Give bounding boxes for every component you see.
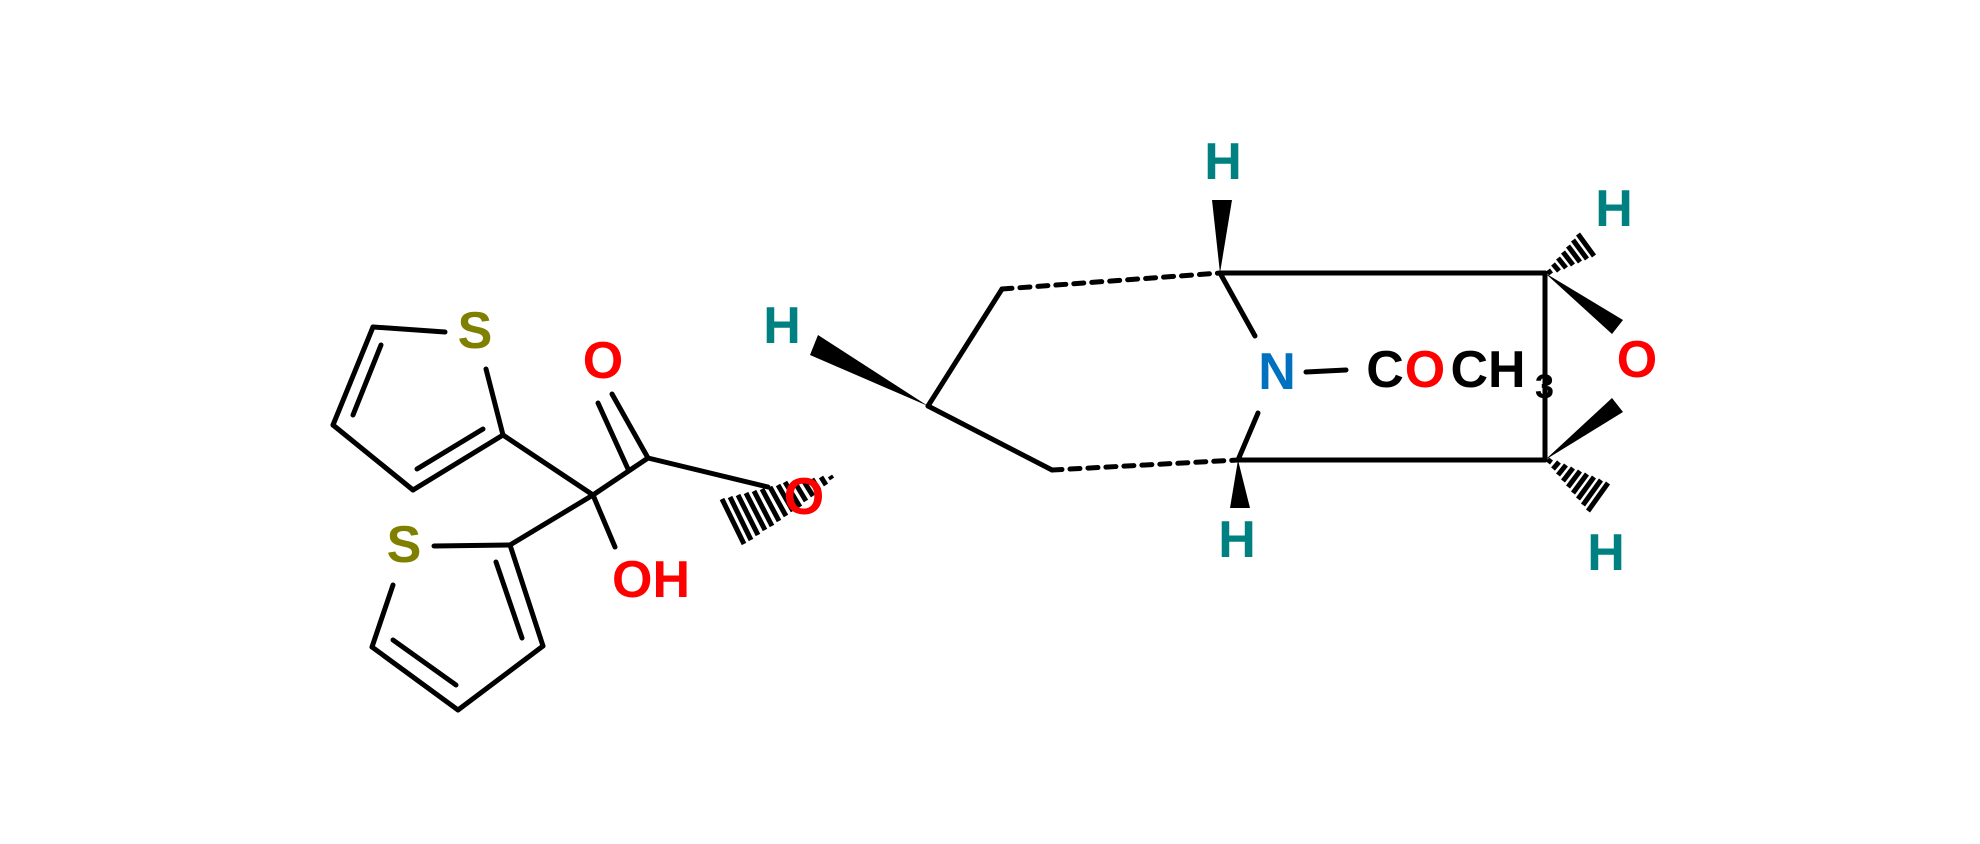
wedge-bond bbox=[1545, 398, 1623, 460]
hash-line bbox=[1575, 475, 1597, 501]
hash-line bbox=[767, 485, 789, 518]
hash-line bbox=[727, 495, 754, 542]
bond bbox=[507, 542, 546, 649]
thiophene-ring-lower bbox=[369, 542, 546, 713]
dashed-bond bbox=[999, 270, 1223, 292]
tropane-skeleton bbox=[925, 270, 1548, 473]
hash-line bbox=[800, 478, 816, 498]
hash-line bbox=[1570, 472, 1590, 495]
bond bbox=[609, 391, 651, 461]
carbonyl-oxygen-label: O bbox=[583, 332, 623, 390]
ester-oxygen-label: O bbox=[784, 468, 824, 526]
hash-line bbox=[735, 493, 761, 537]
methyl-label: CH bbox=[1450, 341, 1525, 399]
hydrogen-label: H bbox=[1204, 133, 1242, 191]
sulfur-atom-label: S bbox=[387, 516, 422, 574]
wedge-bond bbox=[1545, 273, 1623, 334]
bond bbox=[369, 582, 396, 650]
bond bbox=[1217, 270, 1258, 339]
hashed-bond-ester bbox=[719, 474, 835, 546]
hydrogen-label: H bbox=[1218, 511, 1256, 569]
bond bbox=[590, 455, 651, 498]
bond bbox=[390, 637, 459, 688]
bond bbox=[414, 426, 486, 472]
hash-line bbox=[719, 497, 747, 546]
bond bbox=[431, 542, 513, 549]
bond bbox=[1303, 367, 1349, 375]
hash-line bbox=[1580, 478, 1604, 507]
hash-line bbox=[1566, 244, 1582, 264]
acetyl-carbon-label: C bbox=[1366, 341, 1404, 399]
nitrogen-atom-label: N bbox=[1258, 343, 1296, 401]
hydroxyl-label: OH bbox=[612, 551, 690, 609]
sulfur-atom-label: S bbox=[458, 302, 493, 360]
hash-line bbox=[782, 480, 803, 509]
hashed-bond-epoxide-top bbox=[1546, 232, 1597, 276]
wedge-bond bbox=[810, 335, 928, 406]
hash-line bbox=[759, 487, 782, 523]
hydrogen-label: H bbox=[1595, 180, 1633, 238]
hydrogen-label: H bbox=[1587, 524, 1625, 582]
hash-line bbox=[827, 474, 835, 481]
hash-line bbox=[1570, 238, 1590, 261]
epoxide-oxygen-label: O bbox=[1617, 331, 1657, 389]
hash-line bbox=[1566, 469, 1582, 489]
hash-line bbox=[1561, 466, 1575, 483]
bond bbox=[410, 432, 506, 493]
hash-line bbox=[818, 475, 829, 487]
hash-line bbox=[751, 489, 775, 528]
bond bbox=[1235, 410, 1261, 463]
bond bbox=[369, 644, 461, 713]
dashed-bond bbox=[1049, 457, 1241, 473]
methyl-subscript: 3 bbox=[1535, 368, 1554, 406]
thiophene-ring-upper bbox=[330, 324, 506, 493]
wedge-bond bbox=[1230, 460, 1250, 508]
bond bbox=[500, 432, 596, 498]
acetyl-group-label: C O CH 3 bbox=[1366, 341, 1554, 406]
bond bbox=[493, 559, 525, 641]
bond bbox=[507, 492, 596, 548]
hashed-bond-epoxide-bottom bbox=[1546, 457, 1611, 513]
bond bbox=[595, 400, 631, 472]
hash-line bbox=[1546, 268, 1553, 276]
glycolate-core bbox=[500, 391, 771, 550]
hash-line bbox=[1551, 460, 1561, 471]
hash-line bbox=[791, 479, 809, 503]
bond bbox=[590, 492, 618, 550]
hash-line bbox=[1551, 262, 1561, 273]
acetyl-oxygen-label: O bbox=[1405, 341, 1445, 399]
hash-line bbox=[1556, 256, 1568, 270]
bond bbox=[455, 643, 546, 713]
bond bbox=[925, 403, 1055, 473]
bond bbox=[645, 455, 771, 490]
hash-line bbox=[809, 477, 822, 492]
hash-line bbox=[1556, 463, 1568, 477]
hash-line bbox=[1585, 481, 1611, 513]
hash-line bbox=[1561, 250, 1575, 267]
hash-line bbox=[1546, 457, 1553, 465]
hydrogen-label: H bbox=[763, 297, 801, 355]
wedge-bond bbox=[1212, 200, 1232, 273]
bond bbox=[350, 342, 384, 418]
hash-line bbox=[775, 483, 796, 513]
bond bbox=[925, 286, 1005, 409]
bond bbox=[330, 324, 376, 428]
bond bbox=[370, 324, 448, 335]
hash-line bbox=[743, 491, 768, 532]
bond bbox=[483, 366, 506, 438]
hash-line bbox=[1575, 232, 1597, 258]
bond bbox=[330, 422, 416, 493]
